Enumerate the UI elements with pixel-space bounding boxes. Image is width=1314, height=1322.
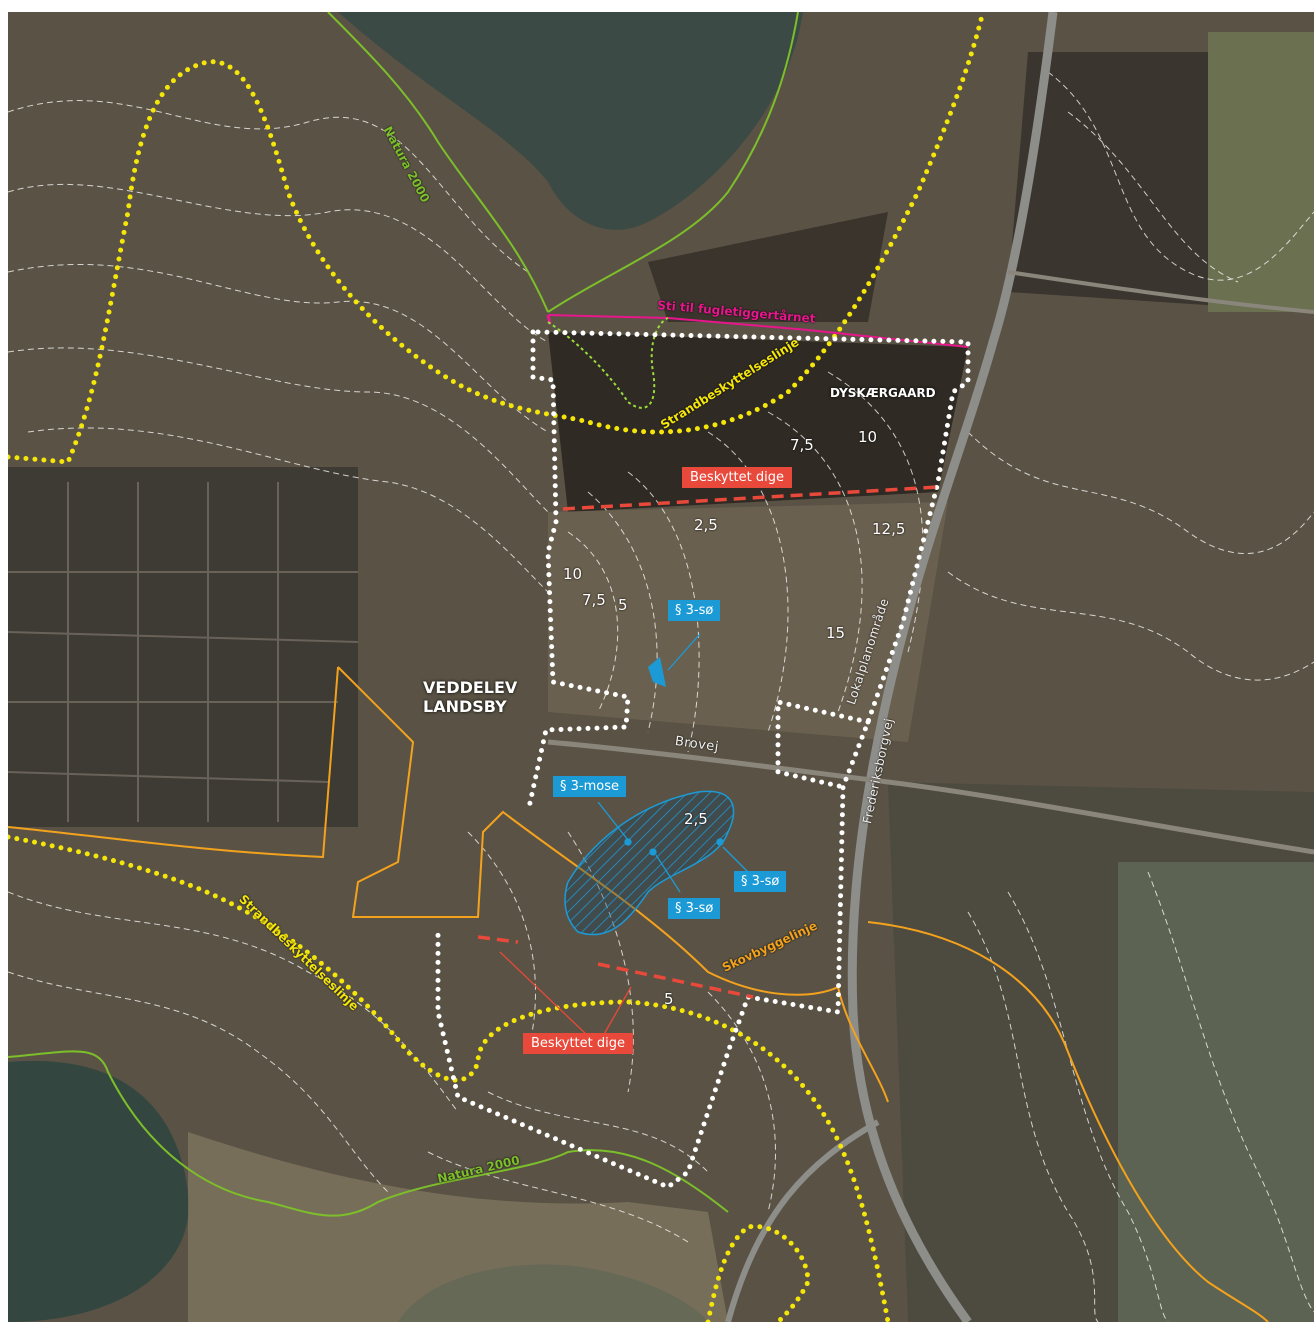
field-dark-1 (548, 332, 968, 512)
road-frederiksborgvej (847, 12, 1058, 1322)
forest-buffer-west (337, 666, 889, 1103)
lake-badge-east: § 3-sø (734, 871, 787, 892)
lake-badge-south: § 3-sø (668, 898, 721, 919)
dike-arrows (499, 951, 632, 1037)
land-south (188, 1132, 728, 1322)
village-label: VEDDELEV LANDSBY (423, 678, 518, 716)
contour-value: 10 (858, 428, 878, 446)
water-north (338, 12, 803, 230)
map-canvas[interactable]: Natura 2000 Natura 2000 Sti til fugletig… (8, 12, 1314, 1322)
protected-mose-area (564, 790, 735, 936)
natura2000-north-line (327, 12, 549, 313)
natura2000-north-line-2 (547, 12, 799, 313)
contour-value: 7,5 (582, 591, 606, 609)
contour-value: 2,5 (684, 810, 708, 828)
contour-value: 10 (563, 565, 583, 583)
protected-dikes (477, 485, 939, 999)
road-south (725, 1119, 880, 1322)
mose-badge: § 3-mose (553, 776, 626, 797)
field-dark-2 (648, 212, 888, 322)
forest-buffer-village (8, 666, 339, 859)
field-green-ne (1208, 32, 1314, 312)
shoreline-buffer-lines (8, 12, 986, 1322)
contour-value: 12,5 (872, 520, 906, 538)
local-plan-boundary (435, 329, 971, 1190)
dike-badge-north: Beskyttet dige (682, 467, 792, 488)
contour-value: 5 (618, 596, 628, 614)
contour-value: 5 (664, 990, 674, 1008)
map-graphics (8, 12, 1314, 1322)
dike-badge-south: Beskyttet dige (523, 1033, 633, 1054)
contour-value: 2,5 (694, 516, 718, 534)
village-area (8, 467, 358, 827)
contour-value: 15 (826, 624, 846, 642)
road-east (1007, 270, 1314, 314)
lake-badge-north: § 3-sø (668, 600, 721, 621)
natura-subarea (547, 317, 669, 409)
natura2000-south-line (8, 1050, 729, 1217)
road-brovej (547, 739, 1314, 855)
field-green-se (1118, 862, 1314, 1322)
protected-lake-north (648, 657, 666, 687)
contour-value: 7,5 (790, 436, 814, 454)
forest-buffer-east (867, 921, 1269, 1322)
village-streets (8, 482, 359, 822)
farm-label: DYSKÆRGAARD (830, 386, 936, 400)
